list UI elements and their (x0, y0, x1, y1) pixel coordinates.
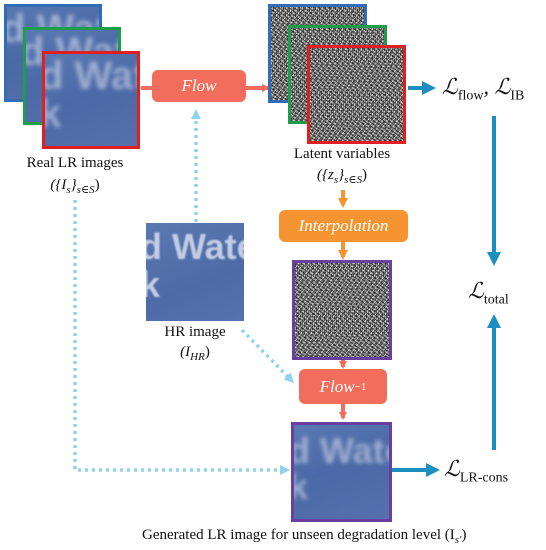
real-lr-math: ({Is}s∈S) (50, 177, 100, 196)
latent-math: ({zs}s∈S) (316, 167, 368, 186)
generated-lr-image: d Wate k (291, 422, 392, 522)
loss-flow-ib: ℒflow, ℒIB (442, 74, 525, 104)
latent-noise-red (307, 45, 406, 144)
hr-math: (IHR) (180, 344, 210, 363)
latent-caption: Latent variables (293, 146, 391, 162)
loss-total: ℒtotal (468, 278, 509, 308)
loss-lr-cons: ℒLR-cons (444, 456, 509, 486)
flow-block: Flow (152, 70, 246, 102)
dotted-hr-to-flowinv (240, 328, 295, 384)
hr-image: d Wate k (146, 223, 244, 321)
hr-caption: HR image (164, 324, 226, 340)
flow-inverse-block: Flow−1 (299, 369, 387, 404)
lr-image-red: d Wat k (42, 51, 140, 149)
generated-caption: Generated LR image for unseen degradatio… (142, 527, 467, 546)
interpolation-block: Interpolation (279, 210, 408, 242)
interpolated-latent (292, 260, 392, 360)
real-lr-caption: Real LR images (26, 155, 124, 171)
